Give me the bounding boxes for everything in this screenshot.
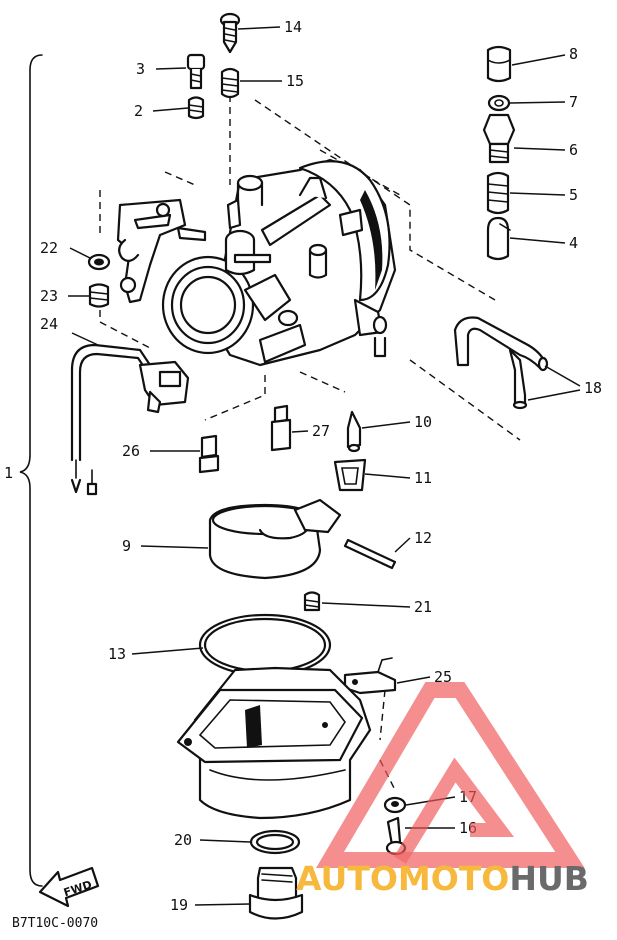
callout-26: 26: [122, 442, 140, 460]
washer-7: [487, 94, 511, 112]
callout-21: 21: [414, 598, 432, 616]
callout-23: 23: [40, 287, 58, 305]
watermark: AUTOMOTOHUB: [296, 682, 589, 898]
fwd-arrow: FWD: [38, 866, 100, 908]
cap-8: [486, 45, 512, 83]
assembly-bracket: [19, 54, 43, 887]
wire-harness-24: [70, 343, 190, 496]
watermark-moto: MOTO: [398, 859, 509, 898]
drawing-code: B7T10C-0070: [12, 916, 98, 931]
carburetor-body: [161, 158, 397, 367]
watermark-logo: [316, 682, 585, 868]
washer-17: [383, 796, 407, 814]
pilot-screw-14: [219, 12, 241, 54]
callout-24: 24: [40, 315, 58, 333]
washer-22: [87, 253, 111, 271]
watermark-text: AUTOMOTOHUB: [296, 859, 589, 898]
callout-11: 11: [414, 469, 432, 487]
float-bowl: [176, 666, 372, 820]
callout-4: 4: [569, 234, 578, 252]
needle-valve-10: [346, 410, 362, 453]
callout-19: 19: [170, 896, 188, 914]
needle-jet-holder-6: [482, 113, 516, 164]
bracket-25: [343, 657, 397, 695]
relation-lines: [99, 95, 521, 791]
callout-22: 22: [40, 239, 58, 257]
drain-bolt-19: [248, 866, 304, 920]
callout-25: 25: [434, 668, 452, 686]
callout-5: 5: [569, 186, 578, 204]
callout-15: 15: [286, 72, 304, 90]
callout-3: 3: [136, 60, 145, 78]
callout-9: 9: [122, 537, 131, 555]
watermark-auto: AUTO: [296, 859, 398, 898]
clip-11: [333, 458, 367, 492]
callout-7: 7: [569, 93, 578, 111]
callout-13: 13: [108, 645, 126, 663]
spring-23: [88, 283, 110, 308]
callout-8: 8: [569, 45, 578, 63]
callout-12: 12: [414, 529, 432, 547]
screw-3: [186, 53, 206, 90]
watermark-hub: HUB: [509, 859, 589, 898]
spring-5: [486, 171, 510, 215]
callout-labels: 14 15 3 2 8 7 6 5 4 18 22 23 24 26 27 10…: [40, 18, 602, 914]
o-ring-20: [249, 829, 301, 855]
callout-14: 14: [284, 18, 302, 36]
callout-27: 27: [312, 422, 330, 440]
gasket-13: [198, 613, 332, 677]
callout-18: 18: [584, 379, 602, 397]
drain-plug-21: [303, 591, 321, 612]
callout-2: 2: [134, 102, 143, 120]
callout-6: 6: [569, 141, 578, 159]
spring-15: [220, 67, 240, 99]
piston-valve-4: [486, 216, 511, 261]
vent-hoses-18: [453, 316, 549, 410]
pilot-jet-27: [270, 404, 292, 452]
callout-20: 20: [174, 831, 192, 849]
callout-10: 10: [414, 413, 432, 431]
spring-2: [187, 96, 205, 120]
leader-lines: [68, 26, 581, 906]
main-jet-26: [198, 434, 220, 474]
float-9: [208, 498, 342, 580]
float-pin-12: [343, 538, 397, 570]
choke-lever-assembly: [116, 198, 207, 304]
callout-1: 1: [4, 464, 13, 482]
